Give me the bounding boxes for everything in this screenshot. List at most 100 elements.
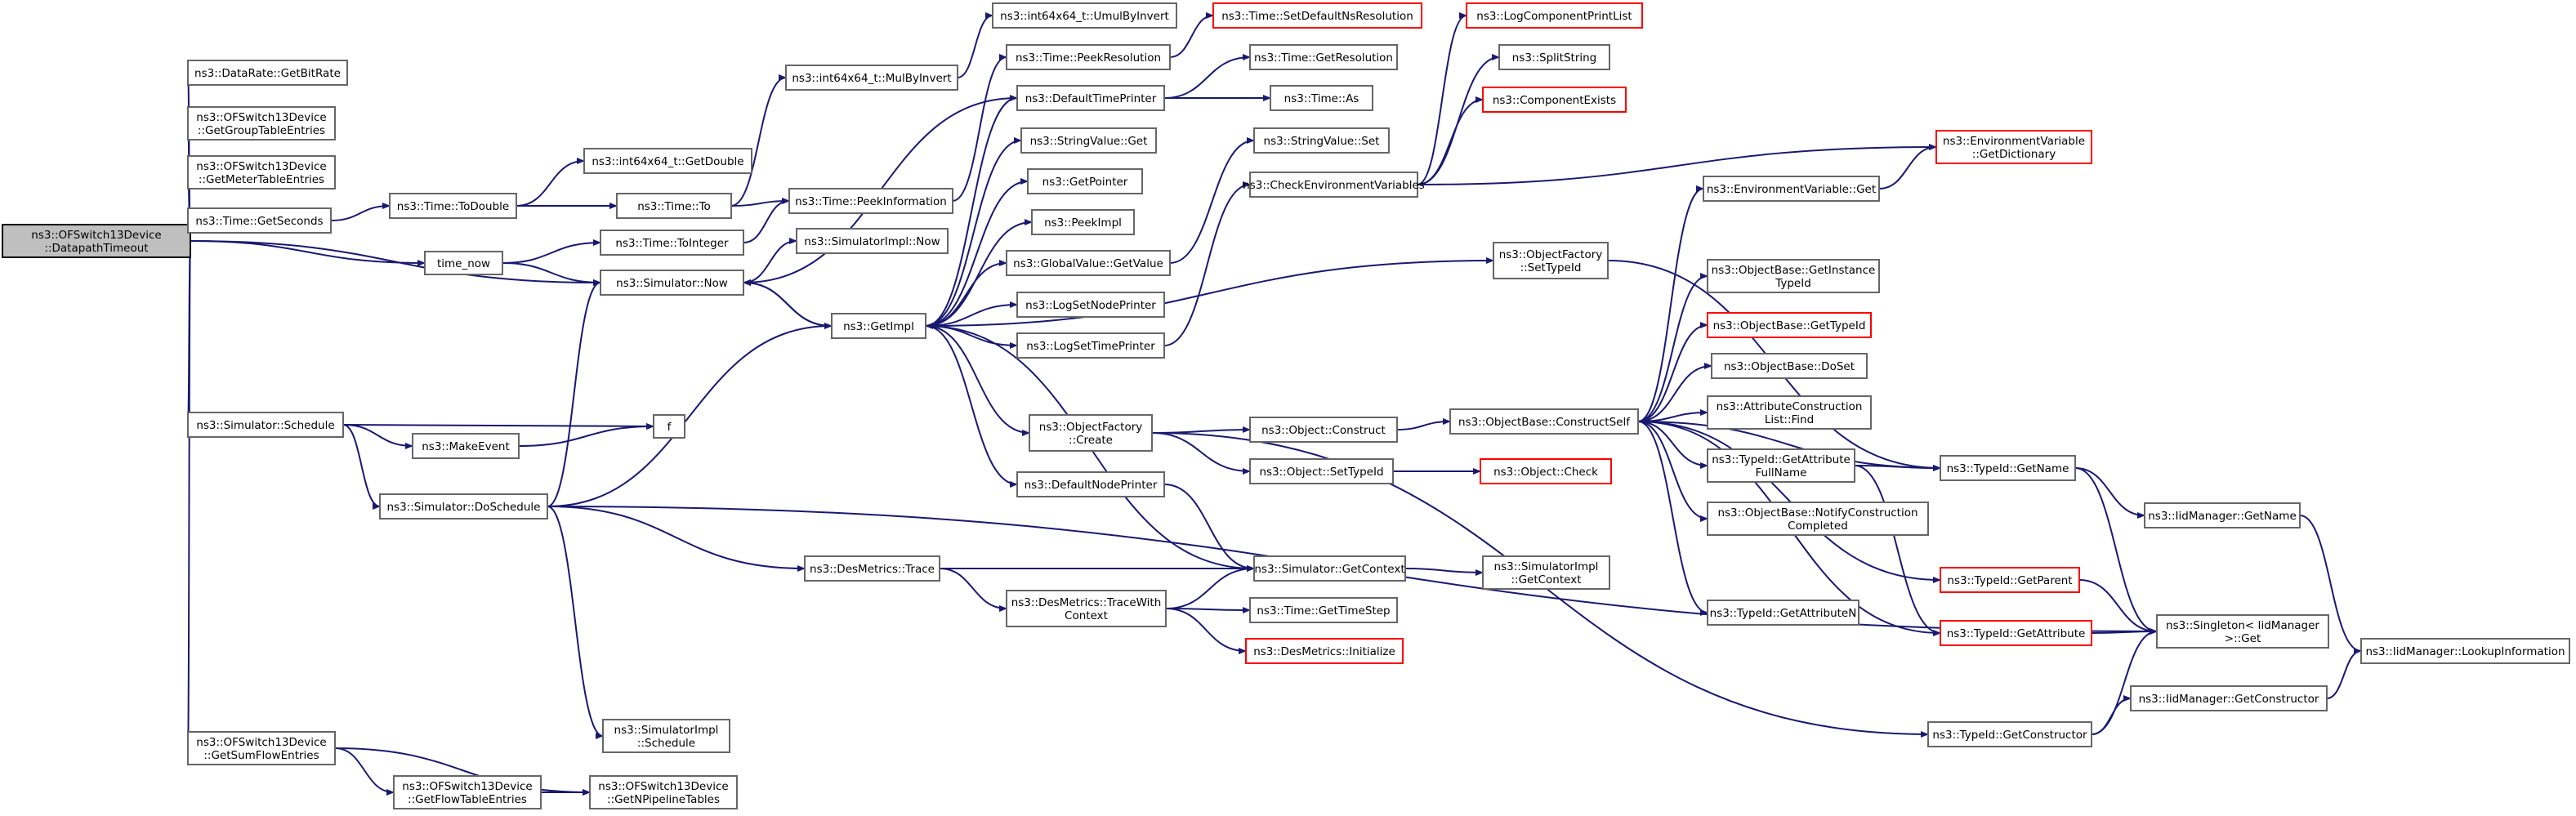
- node-doset[interactable]: ns3::ObjectBase::DoSet: [1711, 353, 1868, 379]
- node-box-getattrfullname[interactable]: [1707, 448, 1855, 483]
- node-box-splitstring[interactable]: [1498, 44, 1610, 70]
- node-box-desmetricstrace[interactable]: [804, 555, 940, 582]
- node-box-simgetcontext[interactable]: [1253, 555, 1406, 582]
- node-box-objconstruct[interactable]: [1249, 417, 1398, 443]
- node-box-logsetnodeprinter[interactable]: [1016, 292, 1165, 318]
- node-box-timetodouble[interactable]: [389, 193, 517, 219]
- node-int64getdouble[interactable]: ns3::int64x64_t::GetDouble: [583, 148, 752, 174]
- node-objconstruct[interactable]: ns3::Object::Construct: [1249, 417, 1398, 443]
- node-timeas[interactable]: ns3::Time::As: [1270, 85, 1373, 111]
- node-simschedule[interactable]: ns3::Simulator::Schedule: [187, 412, 344, 438]
- node-gettimestep[interactable]: ns3::Time::GetTimeStep: [1249, 597, 1398, 623]
- node-box-compexists[interactable]: [1482, 87, 1627, 113]
- node-box-objfactorysettypeid[interactable]: [1493, 242, 1609, 279]
- node-objbasegettypeid[interactable]: ns3::ObjectBase::GetTypeId: [1707, 312, 1872, 338]
- node-box-objbasegettypeid[interactable]: [1707, 312, 1872, 338]
- node-box-getflowtable[interactable]: [393, 775, 542, 809]
- node-splitstring[interactable]: ns3::SplitString: [1498, 44, 1610, 70]
- node-getresolution[interactable]: ns3::Time::GetResolution: [1249, 44, 1398, 70]
- node-timegetseconds[interactable]: ns3::Time::GetSeconds: [187, 207, 332, 234]
- node-notifyconstruction[interactable]: ns3::ObjectBase::NotifyConstructionCompl…: [1707, 502, 1929, 536]
- node-objcheck[interactable]: ns3::Object::Check: [1480, 458, 1612, 484]
- node-box-root[interactable]: [2, 224, 191, 258]
- node-box-checkenv[interactable]: [1249, 172, 1418, 198]
- node-envgetdict[interactable]: ns3::EnvironmentVariable::GetDictionary: [1935, 130, 2092, 164]
- node-checkenv[interactable]: ns3::CheckEnvironmentVariables: [1243, 172, 1425, 198]
- node-box-lookupinfo[interactable]: [2360, 638, 2570, 664]
- node-box-f[interactable]: [653, 414, 685, 439]
- node-box-logsettimeprinter[interactable]: [1016, 332, 1165, 359]
- node-simimplschedule[interactable]: ns3::SimulatorImpl::Schedule: [602, 719, 730, 753]
- node-constructself[interactable]: ns3::ObjectBase::ConstructSelf: [1449, 408, 1639, 435]
- node-box-envgetdict[interactable]: [1935, 130, 2092, 164]
- node-getimpl[interactable]: ns3::GetImpl: [831, 313, 926, 339]
- node-box-getnpipeline[interactable]: [589, 775, 738, 809]
- node-box-simimplschedule[interactable]: [602, 719, 730, 753]
- node-simimplnow[interactable]: ns3::SimulatorImpl::Now: [796, 228, 949, 254]
- node-box-makeevent[interactable]: [412, 433, 520, 459]
- node-box-objfactorycreate[interactable]: [1029, 414, 1153, 452]
- node-getnpipeline[interactable]: ns3::OFSwitch13Device::GetNPipelineTable…: [589, 775, 738, 809]
- node-getflowtable[interactable]: ns3::OFSwitch13Device::GetFlowTableEntri…: [393, 775, 542, 809]
- node-box-defaulttimeprinter[interactable]: [1016, 85, 1165, 111]
- node-box-peekimpl[interactable]: [1031, 209, 1135, 235]
- node-objfactorycreate[interactable]: ns3::ObjectFactory::Create: [1029, 414, 1153, 452]
- node-box-envvarget[interactable]: [1703, 176, 1880, 202]
- node-setdefaultnsres[interactable]: ns3::Time::SetDefaultNsResolution: [1212, 2, 1422, 29]
- node-box-logcomplist[interactable]: [1466, 2, 1643, 29]
- node-peekinformation[interactable]: ns3::Time::PeekInformation: [788, 188, 953, 214]
- node-box-typeidgetname[interactable]: [1940, 455, 2076, 481]
- node-iidgetconstructor[interactable]: ns3::IidManager::GetConstructor: [2130, 685, 2328, 711]
- node-box-stringvalueset[interactable]: [1253, 127, 1390, 154]
- node-getgrouptable[interactable]: ns3::OFSwitch13Device::GetGroupTableEntr…: [187, 106, 336, 140]
- node-getbitrate[interactable]: ns3::DataRate::GetBitRate: [187, 60, 348, 86]
- node-box-simimplgetcontext[interactable]: [1482, 555, 1610, 590]
- node-simgetcontext[interactable]: ns3::Simulator::GetContext: [1253, 555, 1406, 582]
- node-box-timetointeger[interactable]: [600, 230, 744, 256]
- node-typeidgetname[interactable]: ns3::TypeId::GetName: [1940, 455, 2076, 481]
- node-box-typeidgetconstructor[interactable]: [1927, 721, 2092, 747]
- node-box-globalvalueget[interactable]: [1006, 250, 1171, 276]
- node-timetodouble[interactable]: ns3::Time::ToDouble: [389, 193, 517, 219]
- node-box-objsettypeid[interactable]: [1249, 458, 1394, 484]
- node-box-objcheck[interactable]: [1480, 458, 1612, 484]
- node-box-attrlistfind[interactable]: [1707, 395, 1872, 430]
- node-box-simimplnow[interactable]: [796, 228, 949, 254]
- node-typeidgetparent[interactable]: ns3::TypeId::GetParent: [1940, 567, 2080, 593]
- node-logsetnodeprinter[interactable]: ns3::LogSetNodePrinter: [1016, 292, 1165, 318]
- node-box-getresolution[interactable]: [1249, 44, 1398, 70]
- node-compexists[interactable]: ns3::ComponentExists: [1482, 87, 1627, 113]
- node-box-int64getdouble[interactable]: [583, 148, 752, 174]
- node-box-peekinformation[interactable]: [788, 188, 953, 214]
- node-box-typeidgetattribute[interactable]: [1940, 620, 2092, 646]
- node-box-iidgetname[interactable]: [2144, 502, 2301, 528]
- node-simimplgetcontext[interactable]: ns3::SimulatorImpl::GetContext: [1482, 555, 1610, 590]
- node-box-peekresolution[interactable]: [1006, 44, 1171, 70]
- node-box-timeto[interactable]: [616, 193, 732, 219]
- node-box-getattributen[interactable]: [1707, 600, 1859, 626]
- node-timeto[interactable]: ns3::Time::To: [616, 193, 732, 219]
- node-box-typeidgetparent[interactable]: [1940, 567, 2080, 593]
- node-timetointeger[interactable]: ns3::Time::ToInteger: [600, 230, 744, 256]
- node-defaulttimeprinter[interactable]: ns3::DefaultTimePrinter: [1016, 85, 1165, 111]
- node-root[interactable]: ns3::OFSwitch13Device::DatapathTimeout: [2, 224, 191, 258]
- node-objfactorysettypeid[interactable]: ns3::ObjectFactory::SetTypeId: [1493, 242, 1609, 279]
- node-box-constructself[interactable]: [1449, 408, 1639, 435]
- node-box-doset[interactable]: [1711, 353, 1868, 379]
- node-typeidgetattribute[interactable]: ns3::TypeId::GetAttribute: [1940, 620, 2092, 646]
- node-timenow[interactable]: time_now: [424, 251, 503, 275]
- node-desinitialize[interactable]: ns3::DesMetrics::Initialize: [1245, 638, 1404, 664]
- node-box-getinstancetypeid[interactable]: [1707, 259, 1880, 293]
- node-box-defaultnodeprinter[interactable]: [1016, 471, 1165, 497]
- node-box-timenow[interactable]: [424, 251, 503, 275]
- node-box-doschedule[interactable]: [379, 493, 548, 519]
- node-stringvalueset[interactable]: ns3::StringValue::Set: [1253, 127, 1390, 154]
- node-box-getpointer[interactable]: [1027, 168, 1143, 194]
- node-box-timeas[interactable]: [1270, 85, 1373, 111]
- node-box-iidgetconstructor[interactable]: [2130, 685, 2328, 711]
- node-defaultnodeprinter[interactable]: ns3::DefaultNodePrinter: [1016, 471, 1165, 497]
- node-box-notifyconstruction[interactable]: [1707, 502, 1929, 536]
- node-peekresolution[interactable]: ns3::Time::PeekResolution: [1006, 44, 1171, 70]
